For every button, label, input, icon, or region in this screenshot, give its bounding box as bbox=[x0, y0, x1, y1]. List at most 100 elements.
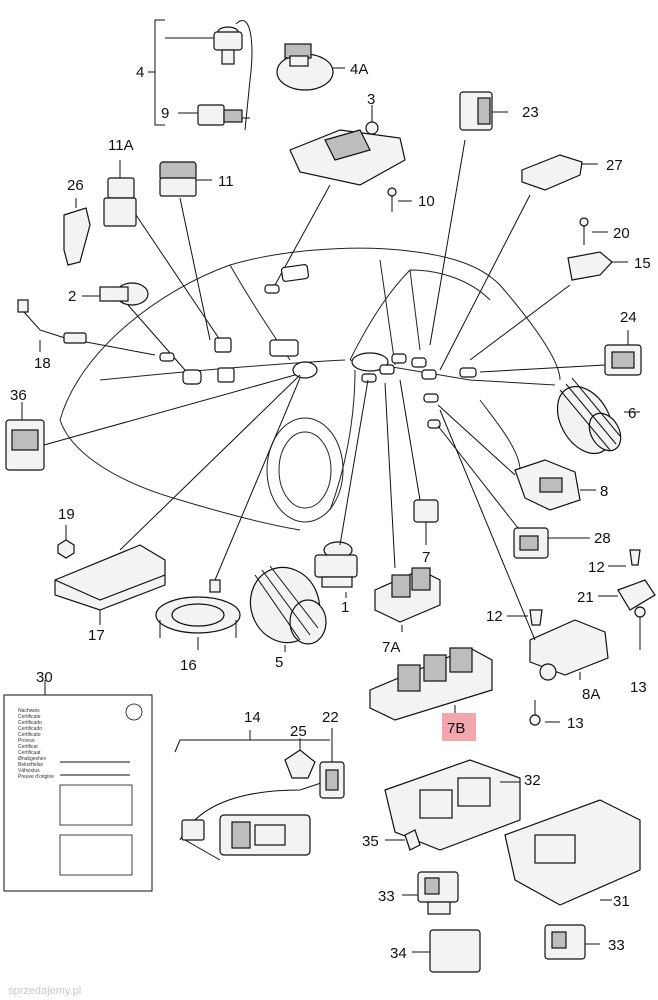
part-33-switch-left bbox=[402, 871, 459, 915]
certificate-line: Certificado bbox=[18, 726, 42, 732]
part-14-bracket bbox=[174, 730, 330, 753]
callout-9: 9 bbox=[161, 105, 169, 122]
part-32-trim-panel bbox=[384, 759, 521, 851]
callout-11a: 11A bbox=[108, 137, 134, 154]
callout-13-lower: 13 bbox=[567, 715, 584, 732]
part-11-switch bbox=[159, 161, 212, 341]
part-17-control-unit bbox=[54, 374, 301, 625]
part-14-wire-harness bbox=[179, 779, 331, 861]
callout-20: 20 bbox=[613, 225, 630, 242]
part-12-bolt-upper bbox=[608, 549, 641, 567]
part-4a-sensor-housing bbox=[276, 43, 345, 91]
part-6-boot bbox=[556, 377, 640, 455]
callout-24: 24 bbox=[620, 309, 637, 326]
certificate-text-block: NachweisCertificateCertificadoCertificad… bbox=[18, 708, 54, 780]
part-33-switch-right bbox=[544, 924, 600, 960]
part-3-actuator bbox=[274, 105, 406, 286]
callout-23: 23 bbox=[522, 104, 539, 121]
callout-5: 5 bbox=[275, 654, 283, 671]
part-30-certificate bbox=[3, 680, 153, 892]
certificate-line: Ønakgeshev bbox=[18, 756, 47, 762]
certificate-line: Bekreftelse bbox=[18, 762, 43, 768]
part-23-switch bbox=[429, 91, 508, 346]
part-4-sensor bbox=[165, 20, 253, 131]
callout-25: 25 bbox=[290, 723, 307, 740]
callout-15: 15 bbox=[634, 255, 651, 272]
certificate-line: Certificado bbox=[18, 720, 42, 726]
callout-10: 10 bbox=[418, 193, 435, 210]
callout-6: 6 bbox=[628, 405, 636, 422]
part-20-screw bbox=[579, 217, 608, 245]
callout-18: 18 bbox=[34, 355, 51, 372]
part-7b-switch-panel bbox=[369, 647, 493, 721]
part-2-sensor bbox=[82, 282, 186, 371]
part-21-bracket bbox=[598, 579, 656, 611]
certificate-line: Certificato bbox=[18, 732, 41, 738]
part-9-connector bbox=[178, 104, 250, 126]
callout-3: 3 bbox=[367, 91, 375, 108]
callout-1: 1 bbox=[341, 599, 349, 616]
part-25-connector bbox=[284, 738, 316, 779]
callout-17: 17 bbox=[88, 627, 105, 644]
callout-27: 27 bbox=[606, 157, 623, 174]
callout-12-lower: 12 bbox=[486, 608, 503, 625]
part-13-bolt-right bbox=[634, 606, 646, 650]
callout-35: 35 bbox=[362, 833, 379, 850]
part-12-bolt-lower bbox=[507, 609, 543, 626]
callout-33-right: 33 bbox=[608, 937, 625, 954]
callout-22: 22 bbox=[322, 709, 339, 726]
callout-16: 16 bbox=[180, 657, 197, 674]
part-13-bolt-lower bbox=[529, 700, 560, 726]
part-35-clip bbox=[385, 829, 421, 851]
part-1-switch bbox=[314, 379, 369, 598]
callout-28: 28 bbox=[594, 530, 611, 547]
callout-21: 21 bbox=[577, 589, 594, 606]
part-15-bracket bbox=[469, 251, 628, 361]
callout-13-right: 13 bbox=[630, 679, 647, 696]
callout-36: 36 bbox=[10, 387, 27, 404]
location-markers bbox=[159, 264, 477, 429]
certificate-line: Certificate bbox=[18, 714, 41, 720]
callout-12-upper: 12 bbox=[588, 559, 605, 576]
callout-31: 31 bbox=[613, 893, 630, 910]
part-26-clip bbox=[63, 198, 91, 266]
certificate-line: Certificaat bbox=[18, 750, 41, 756]
callout-19: 19 bbox=[58, 506, 75, 523]
part-4-bracket bbox=[148, 19, 165, 126]
callout-2: 2 bbox=[68, 288, 76, 305]
part-10-screw bbox=[387, 187, 412, 212]
part-27-connector bbox=[439, 154, 598, 371]
callout-26: 26 bbox=[67, 177, 84, 194]
watermark: sprzedajemy.pl bbox=[8, 985, 81, 997]
part-7a-switch-panel bbox=[374, 382, 441, 632]
callout-4: 4 bbox=[136, 64, 144, 81]
callout-7b: 7B bbox=[447, 720, 465, 737]
part-19-nut bbox=[57, 525, 75, 559]
callout-8: 8 bbox=[600, 483, 608, 500]
callout-14: 14 bbox=[244, 709, 261, 726]
certificate-line: Preuve d'origine bbox=[18, 774, 54, 780]
part-31-trim-panel bbox=[504, 799, 641, 906]
callout-34: 34 bbox=[390, 945, 407, 962]
part-7-switch bbox=[399, 379, 439, 545]
part-36-module bbox=[5, 374, 296, 471]
certificate-line: Certificat bbox=[18, 744, 38, 750]
part-5-boot bbox=[249, 565, 327, 652]
callout-4a: 4A bbox=[350, 61, 368, 78]
part-28-connector bbox=[437, 425, 590, 559]
part-24-connector bbox=[479, 330, 642, 376]
certificate-line: Vähvistus bbox=[18, 768, 40, 774]
highlight-7b bbox=[442, 713, 476, 741]
part-16-clockspring bbox=[155, 377, 301, 650]
part-18-wire bbox=[17, 299, 156, 356]
callout-33-left: 33 bbox=[378, 888, 395, 905]
callout-7: 7 bbox=[422, 549, 430, 566]
callout-30: 30 bbox=[36, 669, 53, 686]
part-34-module bbox=[412, 929, 481, 973]
certificate-line: Nachweis bbox=[18, 708, 40, 714]
part-8a-sensor bbox=[439, 409, 609, 681]
callout-32: 32 bbox=[524, 772, 541, 789]
callout-11: 11 bbox=[218, 173, 234, 190]
part-8-sensor bbox=[437, 404, 596, 511]
